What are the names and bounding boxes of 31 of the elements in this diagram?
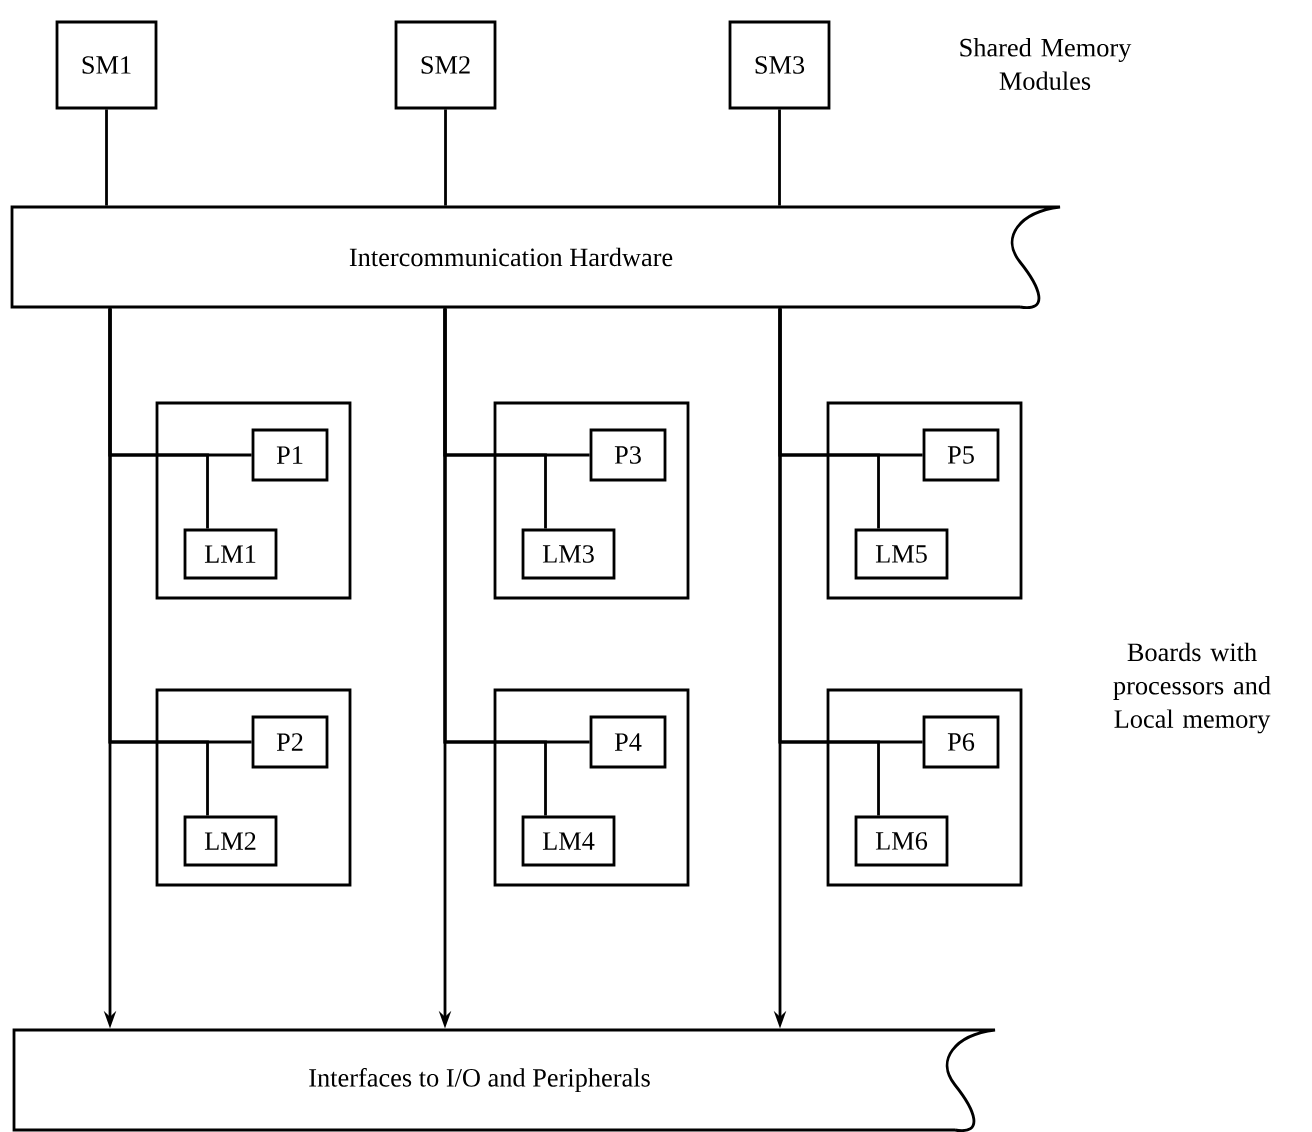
bus-band: Intercommunication Hardware [10, 205, 1062, 310]
memory-box: LM1 [183, 528, 278, 580]
processor-box: P2 [251, 715, 329, 769]
processor-box: P4 [589, 715, 667, 769]
memory-box: SM3 [728, 20, 831, 110]
memory-box: SM1 [55, 20, 158, 110]
annotation: Boards with processors and Local memory [1113, 642, 1271, 734]
board-box [493, 401, 690, 600]
annotation: Shared Memory Modules [960, 38, 1132, 90]
memory-box: LM5 [854, 528, 949, 580]
board-box [155, 401, 352, 600]
processor-box: P3 [589, 428, 667, 482]
memory-box: LM6 [854, 815, 949, 867]
board-box [826, 688, 1023, 887]
bus-band: Interfaces to I/O and Peripherals [12, 1028, 997, 1132]
processor-box: P1 [251, 428, 329, 482]
connector-line [105, 109, 108, 206]
processor-box: P6 [922, 715, 1000, 769]
memory-box: LM2 [183, 815, 278, 867]
memory-box: LM3 [521, 528, 616, 580]
memory-box: SM2 [394, 20, 497, 110]
connector-line [443, 308, 547, 816]
connector-line [778, 308, 880, 816]
connector-line [444, 109, 447, 206]
connector-line [108, 308, 209, 816]
board-box [155, 688, 352, 887]
processor-box: P5 [922, 428, 1000, 482]
board-box [826, 401, 1023, 600]
memory-box: LM4 [521, 815, 616, 867]
board-box [493, 688, 690, 887]
connector-line [778, 109, 781, 206]
